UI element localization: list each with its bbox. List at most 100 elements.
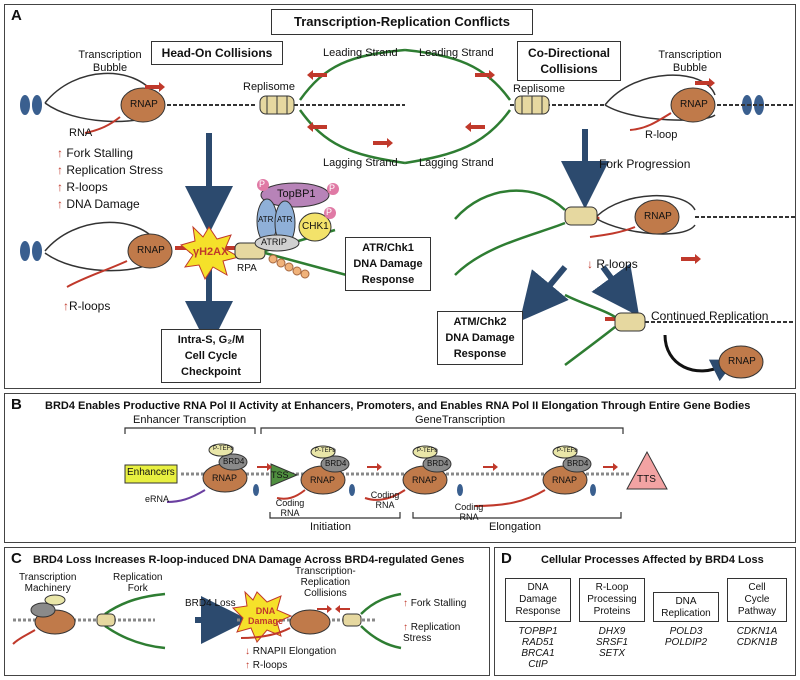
panel-a-title: Transcription-Replication Conflicts (271, 9, 533, 35)
atr-response-line2: DNA Damage (353, 258, 423, 270)
ptefb-label-1: P-TEFb (213, 446, 234, 452)
effect-rloops: ↑ R-loops (57, 180, 108, 194)
panel-a-letter: A (11, 7, 22, 24)
col-line2: Replication (300, 577, 351, 588)
h2ax-burst (179, 225, 241, 281)
dna-replication-box: DNA Replication (653, 592, 719, 622)
dr-genes: POLD3 POLDIP2 (653, 626, 719, 648)
rlp-line2: Processing (587, 594, 637, 605)
ptefb-label-2: P-TEFb (315, 448, 336, 454)
panel-c-title: BRD4 Loss Increases R-loop-induced DNA D… (33, 554, 465, 566)
rnap-codirectional (634, 199, 680, 235)
atr-response-line1: ATR/Chk1 (362, 242, 414, 254)
gene-dhx9: DHX9 (598, 626, 626, 637)
atr-response-line3: Response (361, 274, 415, 286)
rnap-label-5: RNAP (728, 356, 756, 367)
rloops-down-label: ↓ R-loops (587, 257, 638, 271)
panel-c: C BRD4 Loss Increases R-loop-induced DNA… (4, 547, 490, 676)
atm-response-line2: DNA Damage (445, 332, 515, 344)
fork-stalling-c-label: ↑ Fork Stalling (403, 598, 467, 609)
atr-response-box: ATR/Chk1 DNA Damage Response (345, 237, 431, 291)
initiation-label: Initiation (310, 521, 351, 533)
ptefb-label-4: P-TEFb (557, 448, 578, 454)
rnap-top-left (120, 87, 166, 123)
cc-genes: CDKN1A CDKN1B (727, 626, 787, 648)
tm-line1: Transcription (19, 572, 77, 583)
effect-replication-stress: ↑ Replication Stress (57, 163, 164, 177)
rloop-label: R-loop (645, 129, 678, 141)
head-on-title: Head-On Collisions (151, 41, 283, 65)
panel-b-title: BRD4 Enables Productive RNA Pol II Activ… (45, 400, 751, 412)
phospho-3 (324, 207, 336, 219)
collisions-label: Transcription- Replication Collisions (295, 566, 356, 599)
gene-cdkn1b: CDKN1B (736, 637, 778, 648)
effect-dna-damage: ↑ DNA Damage (57, 197, 140, 211)
leading-strand-left: Leading Strand (323, 47, 398, 59)
rloops-c-label: ↑ R-loops (245, 660, 288, 671)
rf-line1: Replication (113, 572, 163, 583)
gene-transcription-label: GeneTranscription (415, 414, 506, 426)
brd4-label-2: BRD4 (325, 459, 347, 468)
brd4-loss-label: BRD4 Loss (185, 598, 236, 609)
replisome-right (514, 95, 550, 115)
atr-label-1: ATR (258, 215, 274, 224)
transcription-bubble-left-label: Transcription Bubble (78, 49, 142, 74)
lagging-strand-right: Lagging Strand (419, 157, 494, 169)
checkpoint-box: Intra-S, G₂/M Cell Cycle Checkpoint (161, 329, 261, 383)
rnap-label-2: RNAP (680, 99, 708, 110)
codirectional-title: Co-Directional Collisions (517, 41, 621, 81)
checkpoint-line3: Checkpoint (181, 366, 241, 378)
topbp1-shape (260, 182, 330, 208)
replication-stress-c-label: ↑ Replication Stress (403, 622, 461, 644)
p-label-1: P (259, 179, 266, 189)
rnapii-elongation-label: ↓ RNAPII Elongation (245, 646, 337, 657)
rnap-b-label-3: RNAP (412, 475, 438, 485)
dna-damage-response-box: DNA Damage Response (505, 578, 571, 622)
gene-setx: SETX (598, 648, 626, 659)
rloops-up-label: ↑R-loops (63, 299, 111, 313)
ddr-line1: DNA (527, 582, 549, 593)
checkpoint-line2: Cell Cycle (184, 350, 238, 362)
atm-response-line1: ATM/Chk2 (453, 316, 507, 328)
enhancer-transcription-label: Enhancer Transcription (133, 414, 247, 426)
p-label-2: P (329, 183, 336, 193)
erna-label: eRNA (145, 494, 170, 504)
transcription-machinery-label: Transcription Machinery (19, 572, 76, 594)
brd4-label-1: BRD4 (223, 457, 245, 466)
rlp-genes: DHX9 SRSF1 SETX (579, 626, 645, 659)
rnap-b-label-4: RNAP (552, 475, 578, 485)
chk1-label: CHK1 (302, 221, 329, 232)
ptefb-label-3: P-TEFb (417, 448, 438, 454)
p-label-3: P (326, 207, 333, 217)
rnap-b-label-2: RNAP (310, 475, 336, 485)
rnap-label-4: RNAP (644, 211, 672, 222)
panel-b: B BRD4 Enables Productive RNA Pol II Act… (4, 393, 796, 543)
ddr-line3: Response (515, 606, 561, 617)
coding-rna-label-2: Coding RNA (370, 490, 400, 510)
dna-damage-label: DNA Damage (248, 606, 283, 626)
brd4-label-3: BRD4 (427, 459, 449, 468)
tts-label: TTS (637, 474, 656, 485)
atm-response-line3: Response (453, 348, 507, 360)
ddr-line2: Damage (519, 594, 557, 605)
rna-strand (84, 116, 121, 134)
panel-a: A Transcription-Replication Conflicts He… (4, 4, 796, 389)
dna-damage-burst (231, 590, 293, 643)
atrip-label: ATRIP (261, 237, 287, 247)
panel-b-letter: B (11, 396, 22, 413)
rnap-label-3: RNAP (137, 245, 165, 256)
dr-line1: DNA (675, 596, 697, 607)
rnap-b-label-1: RNAP (212, 473, 238, 483)
codirectional-title-text: Co-Directional Collisions (527, 46, 610, 76)
col-line3: Collisions (303, 588, 347, 599)
cell-cycle-box: Cell Cycle Pathway (727, 578, 787, 622)
rpa-beads (268, 254, 310, 279)
elongation-label: Elongation (489, 521, 541, 533)
replication-fork-label: Replication Fork (113, 572, 162, 594)
rnap-top-right (670, 87, 716, 123)
chk1-shape (298, 212, 332, 242)
atrip-shape (254, 234, 300, 252)
rna-label: RNA (69, 127, 93, 139)
coding-rna-label-3: Coding RNA (454, 502, 484, 522)
brd4-label-4: BRD4 (567, 459, 589, 468)
